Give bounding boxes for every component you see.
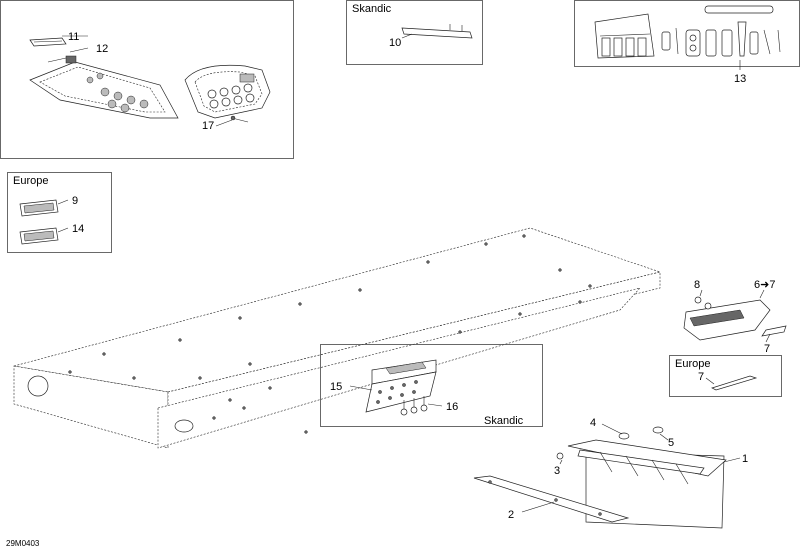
dash-panel-illustration <box>184 64 271 119</box>
callout-2: 2 <box>508 509 514 521</box>
callout-6-7: 6➜7 <box>754 279 775 291</box>
screw-illustration <box>230 115 249 123</box>
footrest-plate-illustration <box>365 359 437 413</box>
inset-title-europe-right: Europe <box>675 358 710 370</box>
inset-frame-europe-left <box>7 172 112 253</box>
inset-frame-skandic-mid <box>320 344 543 427</box>
callout-11: 11 <box>68 31 79 43</box>
callout-5: 5 <box>668 437 674 449</box>
decal-sheet-illustration <box>29 37 67 47</box>
callout-16: 16 <box>446 401 458 413</box>
deflector-illustration <box>473 475 630 523</box>
callout-1: 1 <box>742 453 748 465</box>
callout-7-b: 7 <box>698 371 704 383</box>
rivets-illustration <box>694 296 712 310</box>
inset-title-skandic-mid: Skandic <box>484 415 524 427</box>
inset-frame-skandic-top <box>346 0 483 65</box>
tool-pouch-illustration <box>594 13 655 59</box>
decal-9-illustration <box>19 199 59 217</box>
callout-14: 14 <box>72 223 84 235</box>
console-plate-illustration <box>29 55 179 119</box>
bumper-illustration <box>567 439 727 485</box>
callout-17: 17 <box>202 120 214 132</box>
end-cap-illustration <box>683 299 787 341</box>
inset-frame-top-left <box>0 0 294 159</box>
callout-8: 8 <box>694 279 700 291</box>
tools-illustration <box>661 5 781 57</box>
inset-title-europe-left: Europe <box>13 175 48 187</box>
callout-3: 3 <box>554 465 560 477</box>
decal-14-illustration <box>19 227 59 245</box>
callout-9: 9 <box>72 195 78 207</box>
drawing-code: 29M0403 <box>6 539 40 548</box>
tunnel-illustration <box>13 227 662 449</box>
inset-frame-europe-right <box>669 355 782 397</box>
trim-strip-illustration <box>711 375 758 391</box>
inset-title-skandic-top: Skandic <box>352 3 392 15</box>
hardware-illustration <box>556 426 664 460</box>
bolts-illustration <box>400 396 428 416</box>
callout-10: 10 <box>389 37 401 49</box>
callout-15: 15 <box>330 381 342 393</box>
callout-7-a: 7 <box>764 343 770 355</box>
callout-4: 4 <box>590 417 596 429</box>
callout-12: 12 <box>96 43 108 55</box>
bracket-illustration <box>401 24 473 39</box>
callout-13: 13 <box>734 73 746 85</box>
